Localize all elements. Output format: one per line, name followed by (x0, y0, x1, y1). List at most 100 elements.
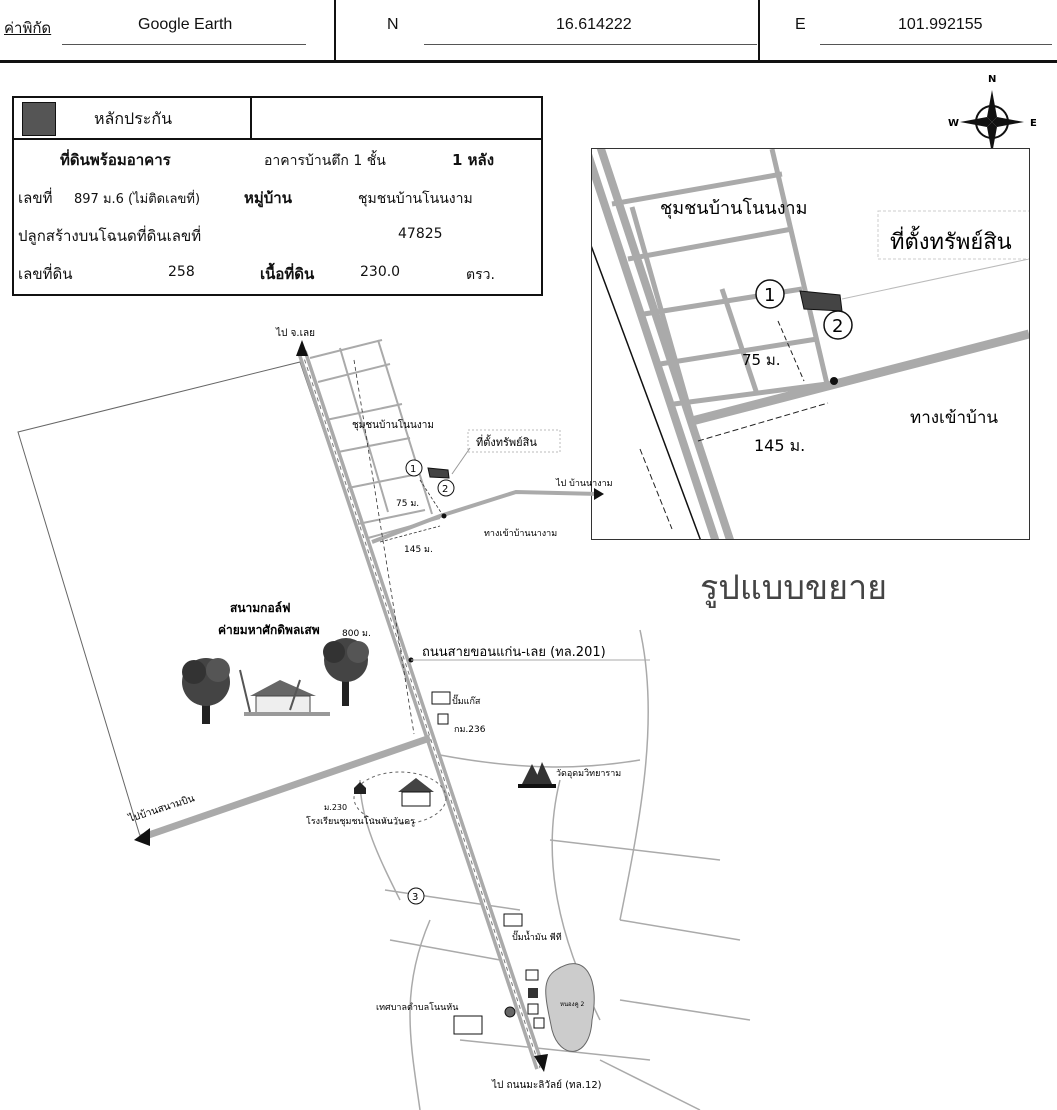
label-army-camp: ค่ายมหาศักดิพลเสพ (218, 623, 320, 637)
e-value: 101.992155 (898, 16, 983, 33)
coord-source-cell (0, 0, 336, 60)
property-type: ที่ดินพร้อมอาคาร (60, 151, 171, 169)
label-gas-station: ปั๊มแก๊ส (452, 694, 481, 707)
dim-145-line (379, 525, 441, 543)
bank-icon (528, 988, 538, 998)
label-location: ที่ตั้งทรัพย์สิน (476, 434, 537, 449)
deed-value: 47825 (398, 226, 443, 242)
area-unit: ตรว. (466, 267, 495, 283)
school-icon (353, 771, 447, 825)
label-temple: วัดอุดมวิทยาราม (556, 768, 621, 779)
compass-rose: N S W E (948, 74, 1037, 169)
label-to-ban-na-ngam: ไป บ้านนางาม (555, 478, 613, 489)
label-m230: ม.230 (324, 803, 347, 812)
km-post-icon (437, 713, 449, 725)
arrow-east-icon (594, 488, 604, 500)
inset-dist-75: 75 ม. (742, 351, 781, 369)
underline (62, 44, 306, 45)
inset-marker-1-text: 1 (764, 285, 775, 306)
clubhouse-icon (239, 669, 330, 716)
main-route-map: 1 2 3 (17, 327, 751, 1110)
junction-dot (441, 513, 447, 519)
inset-leader-line (841, 258, 1029, 300)
area-label: เนื้อที่ดิน (260, 265, 315, 283)
property-info-box: หลักประกัน ที่ดินพร้อมอาคาร อาคารบ้านตึก… (12, 96, 543, 296)
label-highway: ถนนสายขอนแก่น-เลย (ทล.201) (422, 645, 606, 660)
inset-lot-grid (611, 149, 830, 420)
n-value: 16.614222 (556, 16, 632, 33)
inset-dashed-path (639, 448, 673, 530)
legend-empty-cell (250, 98, 541, 140)
n-label: N (387, 16, 399, 33)
label-to-loei: ไป จ.เลย (275, 327, 315, 339)
tree-icon (323, 638, 369, 706)
inset-dist-145: 145 ม. (754, 436, 805, 455)
pond-icon (545, 963, 595, 1052)
police-icon (527, 1003, 539, 1015)
road-to-sanam-bin (138, 734, 432, 842)
inset-marker-2 (823, 310, 853, 340)
collateral-label: หลักประกัน (94, 109, 173, 128)
enlarged-inset-map: 1 2 ชุมชนบ้านโนนงาม ที่ตั้งทรัพย์สิน 75 … (591, 148, 1030, 540)
inset-dim-75 (777, 320, 805, 382)
coordinate-header: ค่าพิกัด Google Earth N 16.614222 E 101.… (0, 0, 1057, 63)
inset-dim-145 (697, 402, 829, 442)
village-label: หมู่บ้าน (244, 189, 292, 207)
compass-w: W (948, 118, 959, 129)
compass-star-icon (960, 90, 1024, 154)
marker-1 (405, 459, 423, 477)
label-golf-course: สนามกอล์ฟ (230, 601, 291, 615)
label-village: ชุมชนบ้านโนนงาม (352, 418, 434, 431)
coord-source: Google Earth (138, 16, 233, 33)
underline (424, 44, 757, 45)
label-dist-75: 75 ม. (396, 499, 419, 509)
land-no-value: 258 (168, 264, 195, 280)
village-value: ชุมชนบ้านโนนงาม (358, 191, 473, 207)
marker-1-text: 1 (410, 464, 416, 475)
inset-entrance-road (690, 329, 1029, 426)
gas-station-icon (431, 691, 451, 705)
location-leader (451, 447, 471, 475)
inset-junction-dot (830, 377, 838, 385)
property-parcel (427, 467, 450, 479)
hospital-icon (525, 969, 539, 981)
inset-entrance-label: ทางเข้าบ้าน (910, 408, 998, 428)
label-entrance-na-ngam: ทางเข้าบ้านนางาม (484, 528, 557, 539)
golf-course-area (17, 361, 429, 837)
inset-village-label: ชุมชนบ้านโนนงาม (660, 197, 807, 219)
roundabout-icon (504, 1006, 516, 1018)
collateral-swatch (22, 102, 56, 136)
tree-icon (182, 658, 230, 724)
enlarged-caption: รูปแบบขยาย (700, 568, 888, 608)
label-oil-station: ปั๊มน้ำมัน พีที (512, 930, 562, 943)
north-cell (334, 0, 760, 60)
marker-3 (407, 887, 425, 905)
compass-n: N (988, 74, 996, 85)
label-dist-800: 800 ม. (342, 629, 371, 639)
inset-main-road (592, 149, 734, 539)
area-value: 230.0 (360, 264, 401, 280)
inset-location-box (877, 210, 1029, 260)
inset-map-svg: 1 2 ชุมชนบ้านโนนงาม ที่ตั้งทรัพย์สิน 75 … (592, 149, 1029, 539)
arrow-south-icon (534, 1054, 548, 1072)
building-count: 1 หลัง (452, 151, 495, 169)
marker-3-text: 3 (412, 892, 418, 903)
label-municipality: เทศบาลตำบลโนนหัน (376, 1002, 458, 1013)
house-no-label: เลขที่ (18, 189, 53, 207)
house-no-value: 897 ม.6 (ไม่ติดเลขที่) (74, 192, 201, 207)
compass-e: E (1030, 118, 1037, 129)
marker-2-text: 2 (442, 484, 448, 495)
marker-2 (437, 479, 455, 497)
arrow-west-icon (134, 828, 150, 846)
e-label: E (795, 16, 806, 33)
post-icon (533, 1017, 545, 1029)
coord-label: ค่าพิกัด (4, 20, 52, 37)
dim-800-line (353, 359, 415, 735)
temple-icon (518, 762, 556, 788)
inset-marker-1 (755, 279, 785, 309)
label-to-road: ไป ถนนมะลิวัลย์ (ทล.12) (491, 1079, 602, 1091)
highway-201 (297, 350, 545, 1070)
dim-75-line (419, 479, 443, 515)
label-school: โรงเรียนชุมชนโนนหันวันครู (306, 816, 415, 827)
label-pond: หนองคู 2 (560, 1001, 585, 1008)
